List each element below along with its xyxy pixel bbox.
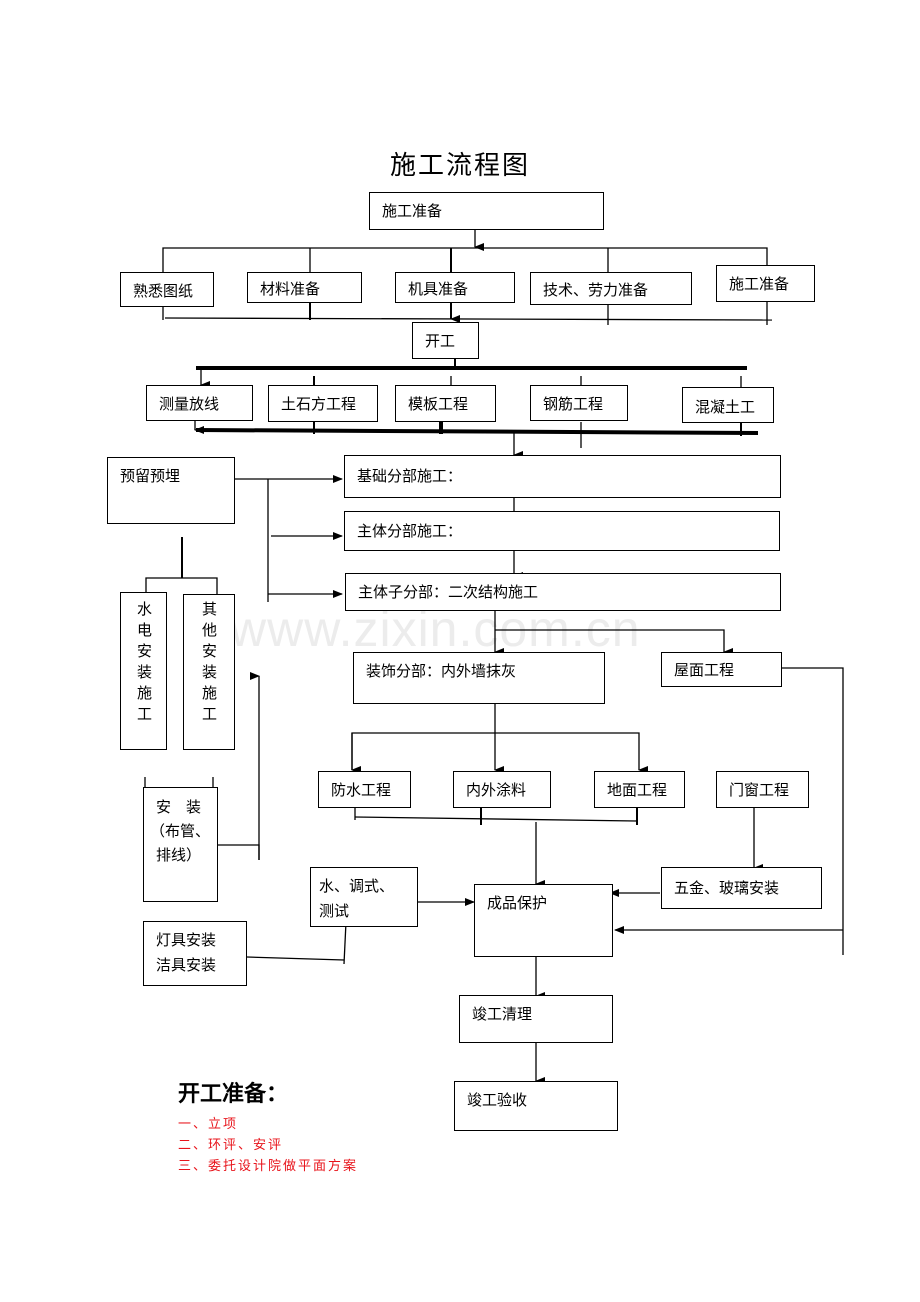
box-label: 水电安装施工 [135, 601, 153, 727]
box-main-body: 主体分部施工： [344, 511, 780, 551]
box-label: 内外涂料 [466, 781, 527, 799]
box-label: 材料准备 [260, 280, 321, 298]
connector [162, 247, 768, 272]
box-fixtures: 灯具安装 洁具安装 [143, 921, 247, 986]
box-tech-labor: 技术、劳力准备 [530, 272, 692, 305]
box-label: 防水工程 [331, 781, 392, 799]
box-label: 开工 [425, 332, 456, 350]
box-label: 灯具安装 [156, 931, 217, 949]
box-label: 竣工验收 [467, 1091, 528, 1109]
box-label: 模板工程 [408, 395, 469, 413]
box-decoration: 装饰分部：内外墙抹灰 [353, 652, 605, 704]
box-label: 测量放线 [159, 395, 220, 413]
box-label: 成品保护 [487, 894, 548, 912]
box-materials: 材料准备 [247, 272, 362, 303]
box-prep-top: 施工准备 [369, 192, 604, 230]
box-hardware-glass: 五金、玻璃安装 [661, 867, 822, 909]
box-label: 屋面工程 [674, 661, 735, 679]
box-earthwork: 土石方工程 [268, 385, 378, 422]
connector [336, 917, 347, 965]
box-rebar: 钢筋工程 [530, 385, 628, 421]
connector [164, 317, 773, 321]
box-label: 施工准备 [382, 202, 443, 220]
box-label: 安 装 [156, 798, 202, 816]
box-label: 主体分部施工： [357, 522, 463, 540]
box-label: 其他安装施工 [200, 601, 218, 727]
box-foundation: 基础分部施工： [344, 455, 781, 498]
prep-item: 三、委托设计院做平面方案 [178, 1159, 359, 1174]
box-formwork: 模板工程 [395, 385, 496, 422]
box-prep-right: 施工准备 [716, 265, 815, 302]
connector [145, 577, 218, 594]
prep-section-title: 开工准备： [178, 1082, 289, 1107]
box-survey: 测量放线 [146, 385, 253, 421]
box-machinery: 机具准备 [395, 272, 515, 303]
box-start: 开工 [412, 322, 479, 359]
box-label: 混凝土工 [695, 398, 756, 416]
box-label: 测试 [319, 902, 350, 920]
box-water-test: 水、调式、 测试 [310, 867, 418, 927]
box-label: 主体子分部：二次结构施工 [358, 583, 539, 601]
box-concrete: 混凝土工 [682, 387, 774, 423]
box-label: 五金、玻璃安装 [674, 879, 780, 897]
connector [781, 667, 844, 955]
prep-item: 一、立项 [178, 1117, 239, 1132]
box-floor: 地面工程 [594, 771, 685, 808]
box-label: 熟悉图纸 [133, 282, 194, 300]
box-embed: 预留预埋 [107, 457, 235, 524]
box-paint: 内外涂料 [453, 771, 551, 808]
box-cleanup: 竣工清理 [459, 995, 613, 1043]
box-product-protection: 成品保护 [474, 884, 613, 957]
box-doors-windows: 门窗工程 [716, 771, 809, 808]
box-label: 预留预埋 [120, 467, 181, 485]
box-label: 土石方工程 [281, 395, 357, 413]
box-acceptance: 竣工验收 [454, 1081, 618, 1131]
box-label: 机具准备 [408, 280, 469, 298]
page-title: 施工流程图 [389, 151, 530, 181]
box-label: 施工准备 [729, 275, 790, 293]
connector [354, 816, 639, 822]
box-drawings: 熟悉图纸 [120, 272, 214, 307]
box-mep-install: 水电安装施工 [120, 592, 167, 750]
box-label: 钢筋工程 [543, 395, 604, 413]
box-install-pipes: 安 装 （布管、 排线） [143, 787, 218, 902]
connector [246, 956, 345, 961]
box-label: 水、调式、 [319, 877, 395, 895]
connector [218, 844, 260, 860]
box-roofing: 屋面工程 [661, 652, 782, 687]
box-waterproof: 防水工程 [318, 771, 411, 808]
prep-item: 二、环评、安评 [178, 1138, 284, 1153]
box-label: 排线） [156, 846, 202, 864]
box-secondary: 主体子分部：二次结构施工 [345, 573, 781, 611]
box-label: 技术、劳力准备 [543, 281, 649, 299]
connector [495, 629, 733, 656]
box-label: 竣工清理 [472, 1005, 533, 1023]
box-label: 洁具安装 [156, 956, 217, 974]
box-label: 基础分部施工： [357, 467, 463, 485]
box-label: 门窗工程 [729, 781, 790, 799]
connector [195, 428, 759, 435]
box-label: 地面工程 [607, 781, 668, 799]
box-other-install: 其他安装施工 [183, 594, 235, 750]
box-label: 装饰分部：内外墙抹灰 [366, 662, 517, 680]
box-label: （布管、 [150, 822, 211, 840]
